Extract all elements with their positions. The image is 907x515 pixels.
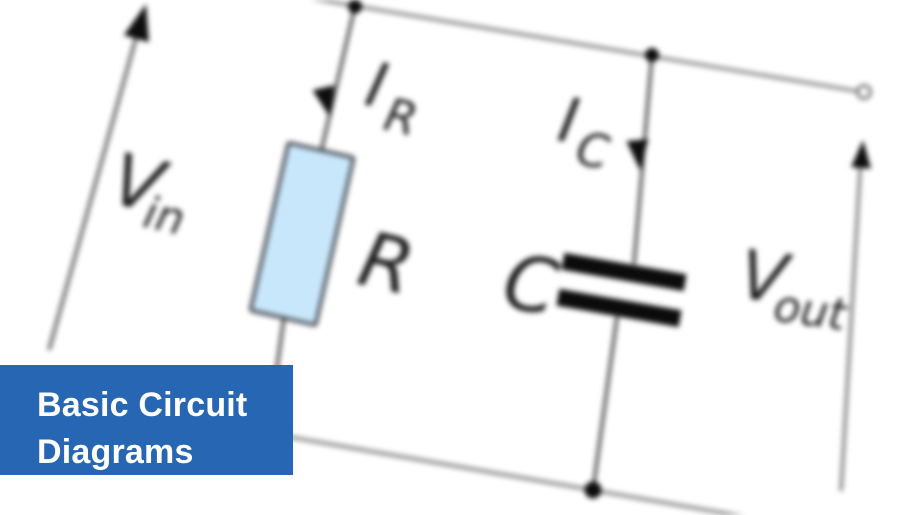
resistor-top-wire (319, 5, 357, 153)
capacitor-top-plate-rect (561, 252, 687, 292)
title-line-1: Basic Circuit (37, 386, 248, 424)
title-banner: Basic Circuit Diagrams (0, 365, 293, 475)
capacitor-bottom-plate-rect (556, 288, 682, 328)
junction-dot-top-right (645, 48, 659, 62)
vin-label: V in (104, 137, 189, 246)
vin-arrow-line (47, 26, 141, 351)
top-rail-wire (310, 0, 863, 94)
title-line-2: Diagrams (37, 433, 194, 471)
vout-label-sub: out (771, 281, 851, 342)
junction-dot-top-left (348, 0, 362, 14)
vin-arrowhead-icon (123, 4, 149, 43)
resistor-body (248, 141, 356, 327)
ic-arrowhead-icon (626, 139, 649, 170)
vout-arrow-line (839, 154, 863, 492)
ir-label: I R (360, 47, 423, 147)
ir-arrowhead-icon (312, 85, 334, 117)
capacitor-top-plate (561, 252, 687, 292)
capacitor-label: C (497, 236, 565, 333)
ir-label-sub: R (379, 87, 422, 147)
vout-arrowhead-icon (851, 140, 872, 169)
capacitor-bottom-plate (556, 288, 682, 328)
vout-label: V out (735, 236, 851, 342)
ic-label: I C (553, 83, 613, 180)
capacitor-bottom-wire (591, 316, 619, 491)
bottom-rail-wire (277, 433, 745, 515)
resistor-label-text: R (351, 214, 422, 313)
resistor-rect (248, 141, 356, 327)
junction-dot-bottom (584, 481, 602, 499)
capacitor-label-text: C (497, 236, 565, 333)
output-terminal-icon (856, 84, 872, 100)
resistor-label: R (351, 214, 422, 313)
ic-label-sub: C (572, 121, 613, 180)
capacitor-top-wire (632, 54, 654, 265)
